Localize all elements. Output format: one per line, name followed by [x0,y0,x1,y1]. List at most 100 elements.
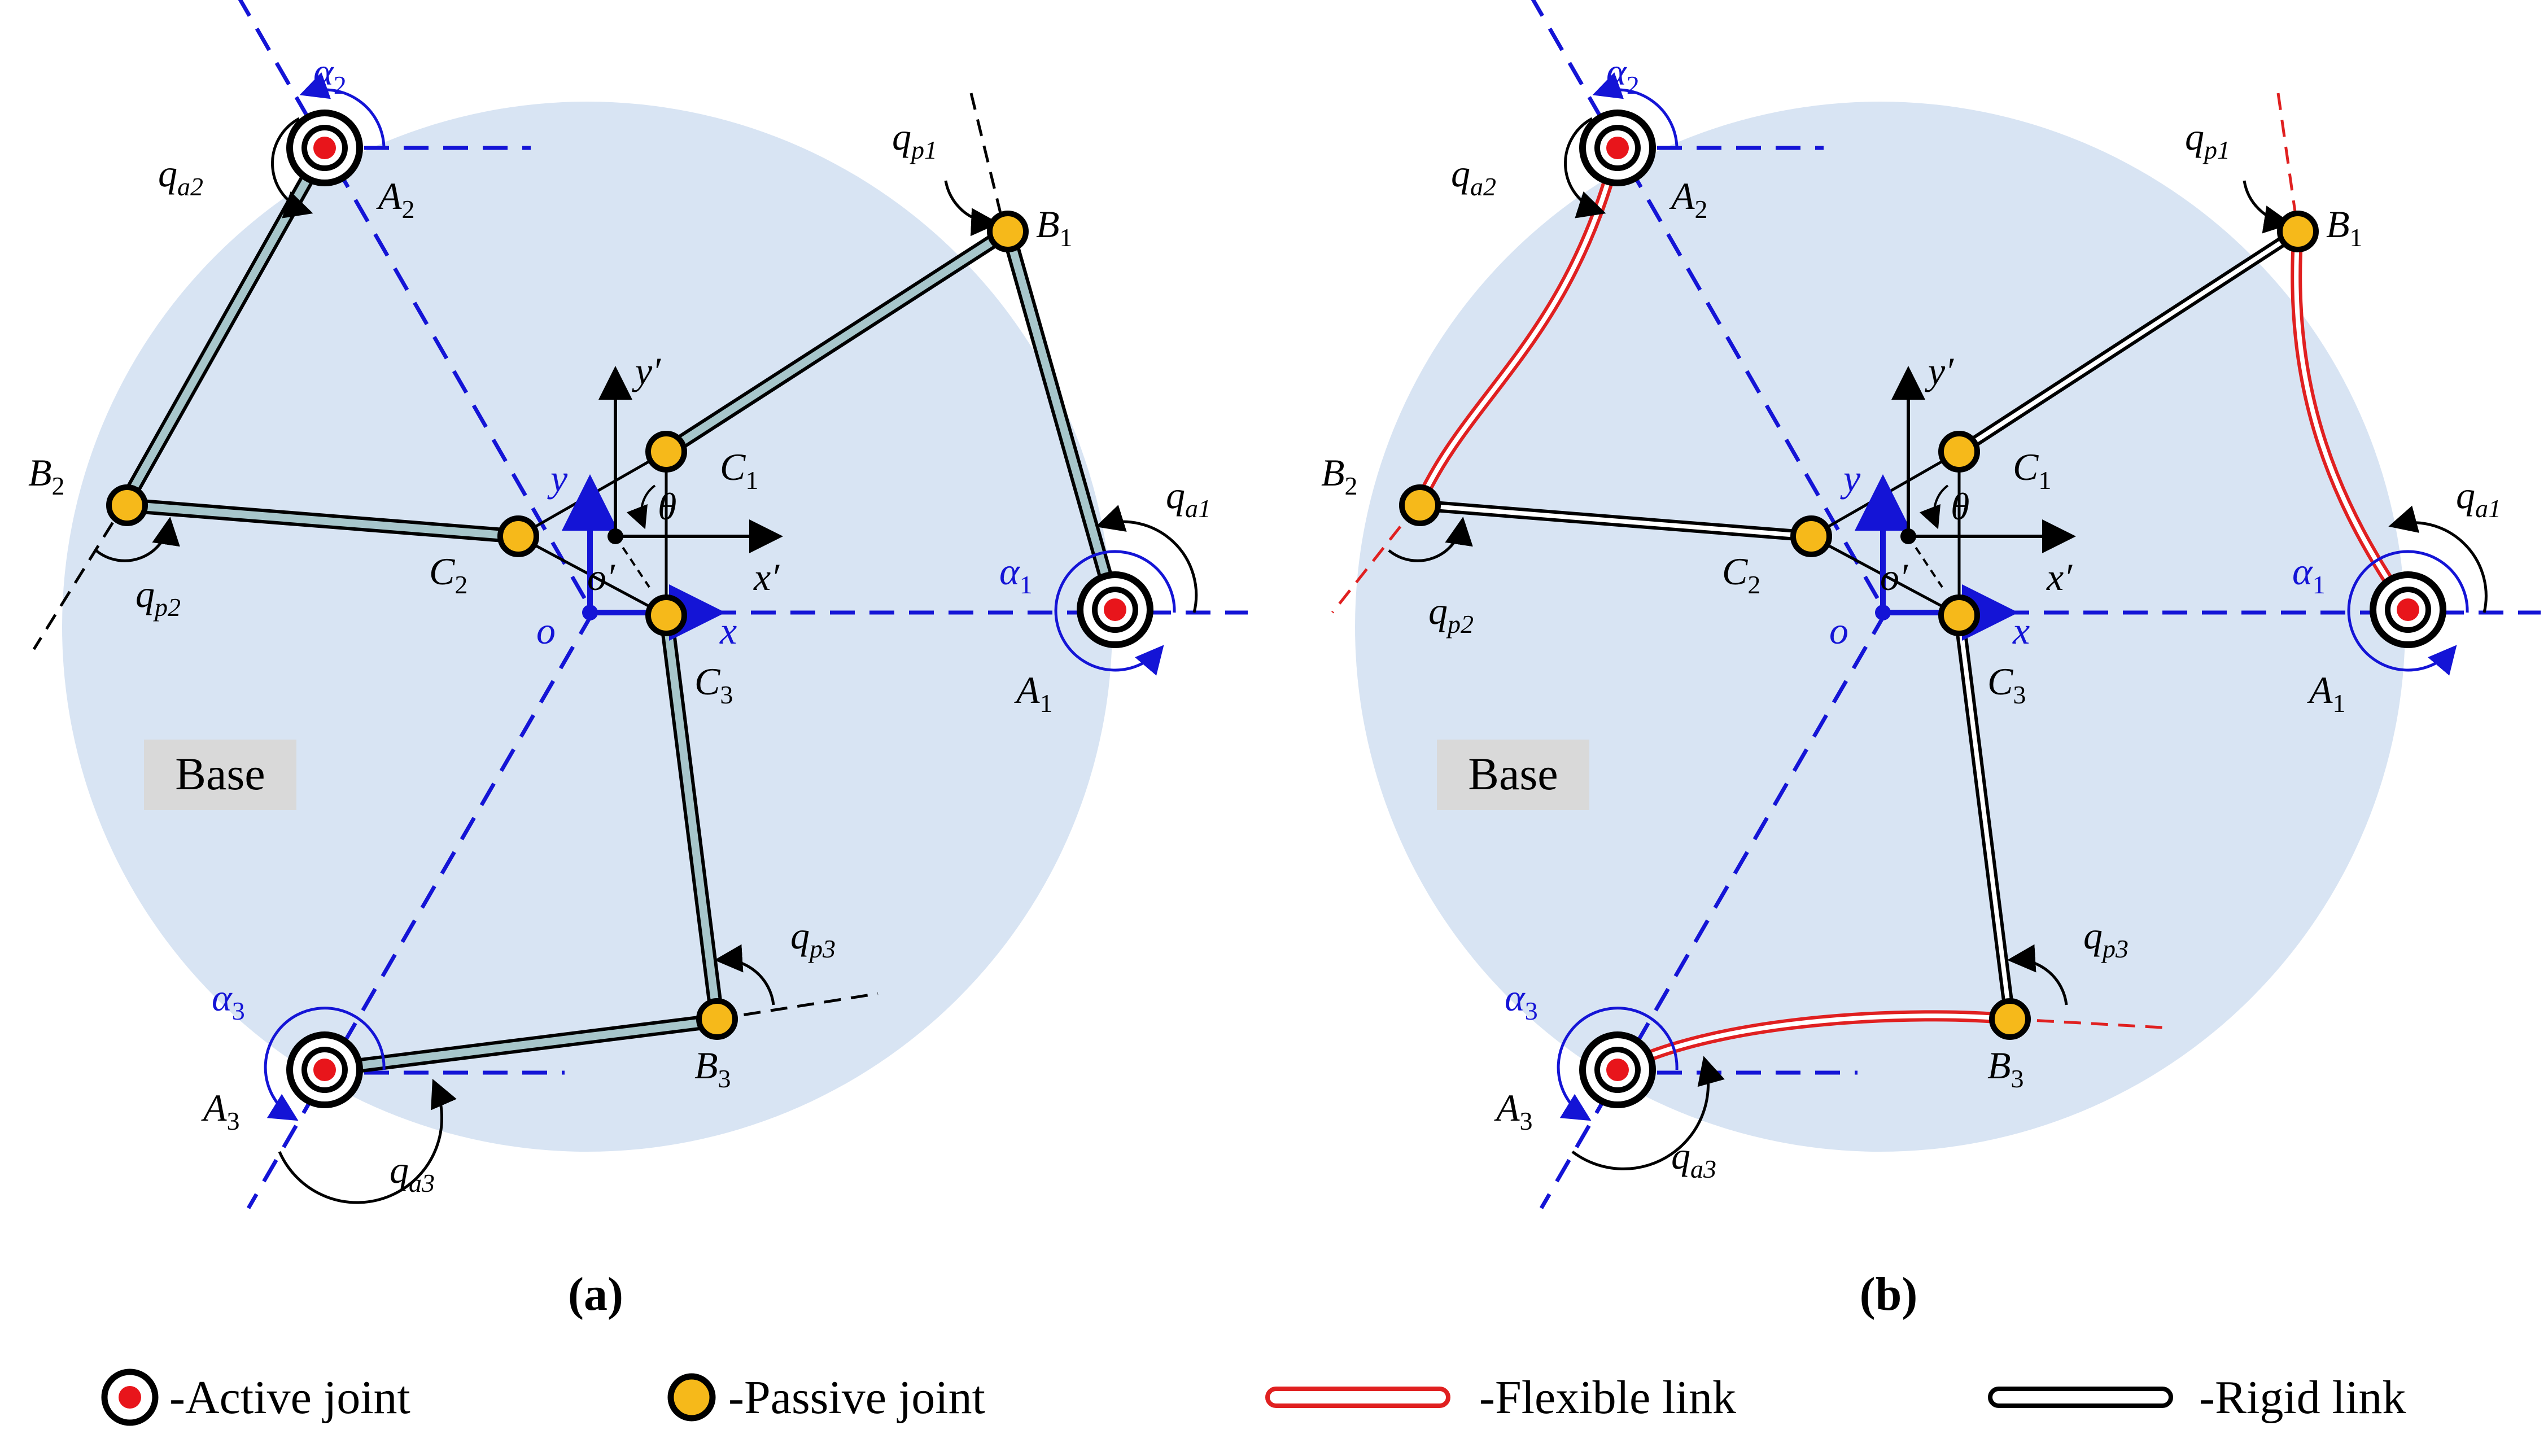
label-c2: C2 [1722,550,1760,599]
passive-joint-c1 [1938,431,1980,473]
joint-angle-arcs [95,117,1198,1204]
passive-extensions [32,93,1007,1021]
legend: -Active joint -Passive joint -Flexible l… [101,1368,2406,1426]
passive-joint-b2 [106,484,148,526]
label-o-prime: o′ [587,556,615,598]
label-qp3: qp3 [2083,914,2129,963]
active-joint-a2 [286,110,363,186]
passive-joint-b1 [2277,211,2319,252]
passive-joint-b3 [696,998,738,1040]
label-o: o [1829,609,1848,652]
label-b2: B2 [1321,451,1358,500]
flexible-links [1414,142,2414,1075]
passive-joint-c1 [645,431,687,473]
label-c3: C3 [1987,660,2026,709]
moving-frame [598,366,783,588]
panel-b: Base A2 A1 A3 B1 B2 B3 C1 C2 C3 qa2 qa1 … [1321,0,2541,1321]
caption-b: (b) [1860,1268,1918,1321]
label-x: x [2012,609,2030,652]
label-alpha1: α1 [999,550,1033,599]
alpha-arcs [1557,72,2469,1121]
label-alpha3: α3 [1505,976,1538,1025]
label-a2: A2 [376,174,415,224]
flex-extensions [1331,93,2300,1029]
legend-rigid-link-icon [1988,1387,2173,1408]
label-qa1: qa1 [2456,474,2501,523]
label-qp2: qp2 [1428,589,1474,639]
label-qa1: qa1 [1166,474,1211,523]
label-qa3: qa3 [390,1148,435,1197]
label-a3: A3 [1494,1086,1533,1135]
active-joint-a2 [1579,110,1656,186]
legend-flexible-link: -Flexible link [1479,1371,1736,1424]
label-b1: B1 [1036,203,1073,252]
label-qp2: qp2 [136,572,181,622]
label-x-prime: x′ [2046,556,2073,598]
passive-joint-c3 [1938,594,1980,636]
active-joints [1579,110,2446,1108]
passive-joint-c3 [645,594,687,636]
rigid-links [1414,226,2304,1025]
active-joints [286,110,1153,1108]
labels-b: A2 A1 A3 B1 B2 B3 C1 C2 C3 qa2 qa1 qa3 q… [1321,50,2501,1183]
passive-joint-c2 [1790,515,1832,557]
legend-flexible-link-icon [1265,1387,1450,1408]
caption-a: (a) [568,1268,623,1321]
active-joint-a3 [1579,1031,1656,1108]
label-a2: A2 [1669,174,1708,224]
legend-active-joint-icon [101,1368,159,1426]
label-b1: B1 [2326,203,2363,252]
label-x-prime: x′ [753,556,780,598]
label-theta: θ [658,485,676,528]
label-y-prime: y′ [632,349,661,392]
label-b2: B2 [28,451,65,500]
label-b3: B3 [694,1044,731,1093]
label-o-prime: o′ [1880,556,1908,598]
labels-a: A2 A1 A3 B1 B2 B3 C1 C2 C3 qa2 qa1 qa3 q… [28,50,1211,1197]
label-c2: C2 [429,550,467,599]
label-qa2: qa2 [158,152,203,201]
label-y: y [547,457,568,500]
label-qp3: qp3 [790,914,836,963]
label-a1: A1 [1014,668,1053,718]
reference-axes [238,0,1248,1209]
label-o: o [536,609,556,652]
label-qa3: qa3 [1671,1134,1716,1183]
active-joint-a1 [2370,571,2446,648]
passive-joint-c2 [497,515,539,557]
label-alpha2: α2 [1606,50,1640,99]
active-joint-a3 [286,1031,363,1108]
label-qp1: qp1 [2185,115,2230,164]
active-joint-a1 [1077,571,1153,648]
base-label-box [144,740,296,810]
joint-angle-arcs [1388,117,2488,1170]
label-alpha3: α3 [212,976,245,1025]
passive-joints [106,211,1029,1040]
legend-passive-joint: -Passive joint [728,1371,985,1424]
label-b3: B3 [1987,1044,2024,1093]
label-a3: A3 [201,1086,240,1135]
label-qa2: qa2 [1451,152,1496,201]
label-c1: C1 [720,445,758,495]
label-theta: θ [1951,485,1969,528]
label-c3: C3 [694,660,733,709]
reference-axes [1531,0,2541,1209]
base-disc [1355,102,2405,1152]
label-y: y [1840,457,1861,500]
legend-passive-joint-icon [667,1373,716,1422]
label-alpha1: α1 [2292,550,2326,599]
base-label: Base [1468,748,1558,799]
alpha-arcs [264,72,1176,1121]
label-y-prime: y′ [1925,349,1954,392]
panel-a: Base A2 A1 A3 B1 B2 B3 C1 C2 C3 qa2 qa1 … [28,0,1248,1321]
legend-rigid-link: -Rigid link [2199,1371,2406,1424]
base-disc [62,102,1112,1152]
legend-active-joint: -Active joint [169,1371,410,1424]
moving-frame [1891,366,2076,588]
label-x: x [719,609,737,652]
label-c1: C1 [2013,445,2051,495]
passive-joints [1399,211,2319,1040]
passive-joint-b2 [1399,484,1441,526]
passive-joint-b1 [987,211,1029,252]
